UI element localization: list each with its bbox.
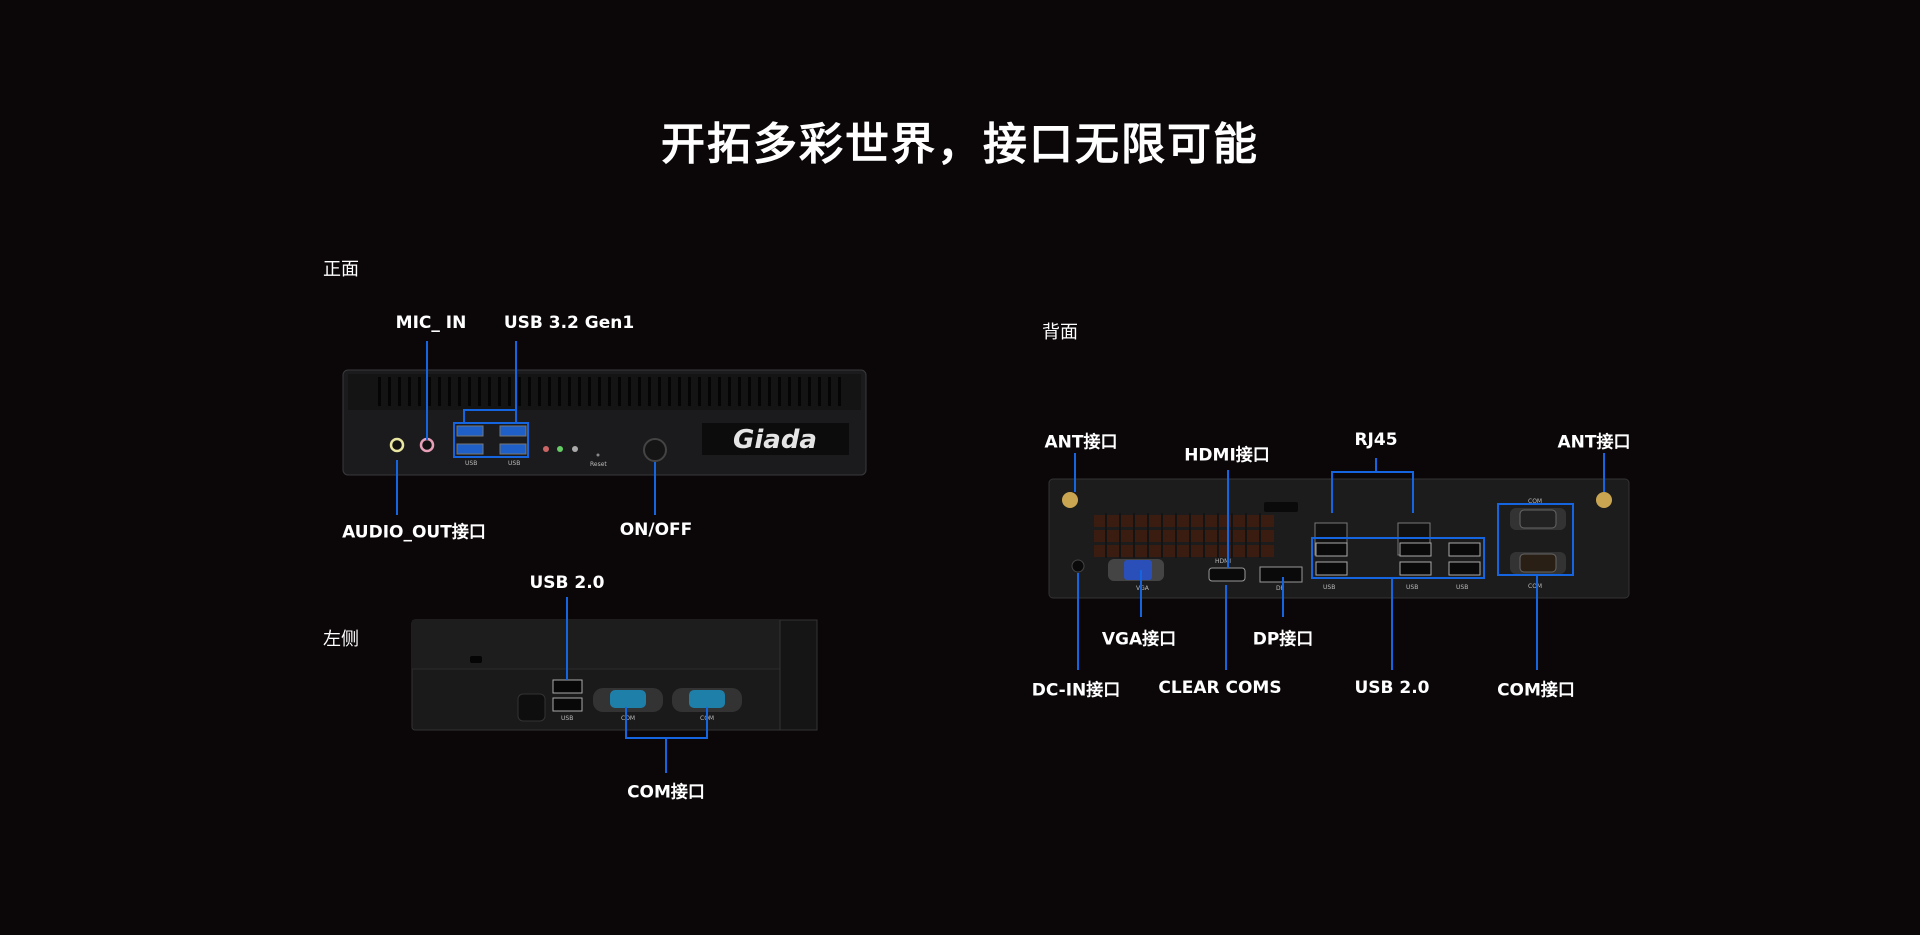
back-com-label: COM接口	[1497, 680, 1575, 701]
back-usb-mark-2: USB	[1406, 584, 1418, 591]
back-usb20-label: USB 2.0	[1354, 678, 1430, 698]
giada-logo: Giada	[733, 425, 817, 455]
rj45-label: RJ45	[1354, 430, 1398, 450]
clear-coms-label: CLEAR COMS	[1158, 678, 1282, 698]
hdmi-mark: HDMI	[1215, 558, 1231, 565]
left-usb-mark: USB	[561, 715, 573, 722]
audio-out-label: AUDIO_OUT接口	[342, 522, 486, 543]
ant-right-label: ANT接口	[1557, 432, 1631, 453]
front-usb-mark-2: USB	[508, 460, 520, 467]
left-device-image: USB COM COM	[411, 619, 818, 731]
left-com-label: COM接口	[627, 782, 705, 803]
back-section-label: 背面	[1042, 322, 1078, 343]
dc-in-label: DC-IN接口	[1031, 680, 1121, 701]
left-usb20-label: USB 2.0	[529, 573, 605, 593]
front-usb-mark-1: USB	[465, 460, 477, 467]
on-off-label: ON/OFF	[619, 520, 693, 540]
audio-out-jack	[389, 437, 405, 453]
dp-label: DP接口	[1252, 629, 1314, 650]
dp-mark: DP	[1276, 585, 1285, 592]
vga-label: VGA接口	[1101, 629, 1177, 650]
hdmi-label: HDMI接口	[1184, 445, 1270, 466]
back-com-mark-2: COM	[1528, 583, 1542, 590]
power-button	[643, 438, 667, 462]
vga-mark: VGA	[1136, 585, 1150, 592]
usb32-label: USB 3.2 Gen1	[503, 313, 635, 333]
callout-lines	[396, 341, 1605, 773]
back-com-mark-1: COM	[1528, 498, 1542, 505]
back-usb-mark-1: USB	[1323, 584, 1335, 591]
mic-in-jack	[419, 437, 435, 453]
mic-in-label: MIC_ IN	[395, 313, 467, 333]
ant-left-label: ANT接口	[1044, 432, 1118, 453]
left-section-label: 左侧	[323, 629, 359, 650]
reset-mark: Reset	[590, 461, 607, 468]
page-title: 开拓多彩世界，接口无限可能	[661, 119, 1259, 170]
front-section-label: 正面	[323, 259, 359, 280]
back-usb-mark-3: USB	[1456, 584, 1468, 591]
left-com-mark-1: COM	[621, 715, 635, 722]
front-device-image: USB USB Reset Giada	[342, 369, 867, 476]
